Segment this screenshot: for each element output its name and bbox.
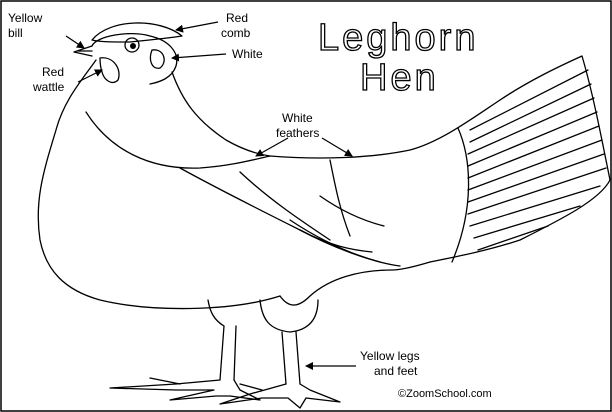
label-white-earlobe: White [232,47,263,61]
title-line-2: Hen [360,57,439,99]
label-red-comb-line2: comb [221,26,251,40]
label-yellow-bill-line1: Yellow [8,11,43,25]
label-white-feathers-line2: feathers [276,126,319,140]
label-yellow-legs-line2: and feet [374,364,418,378]
label-red-wattle-line1: Red [42,65,64,79]
label-yellow-bill-line2: bill [8,26,23,40]
label-red-comb-line1: Red [226,11,248,25]
label-red-wattle-line2: wattle [32,80,65,94]
title-line-1: Leghorn [318,17,478,59]
label-yellow-legs-line1: Yellow legs [360,349,420,363]
label-white-feathers-line1: White [282,111,313,125]
copyright: ©ZoomSchool.com [398,388,492,400]
